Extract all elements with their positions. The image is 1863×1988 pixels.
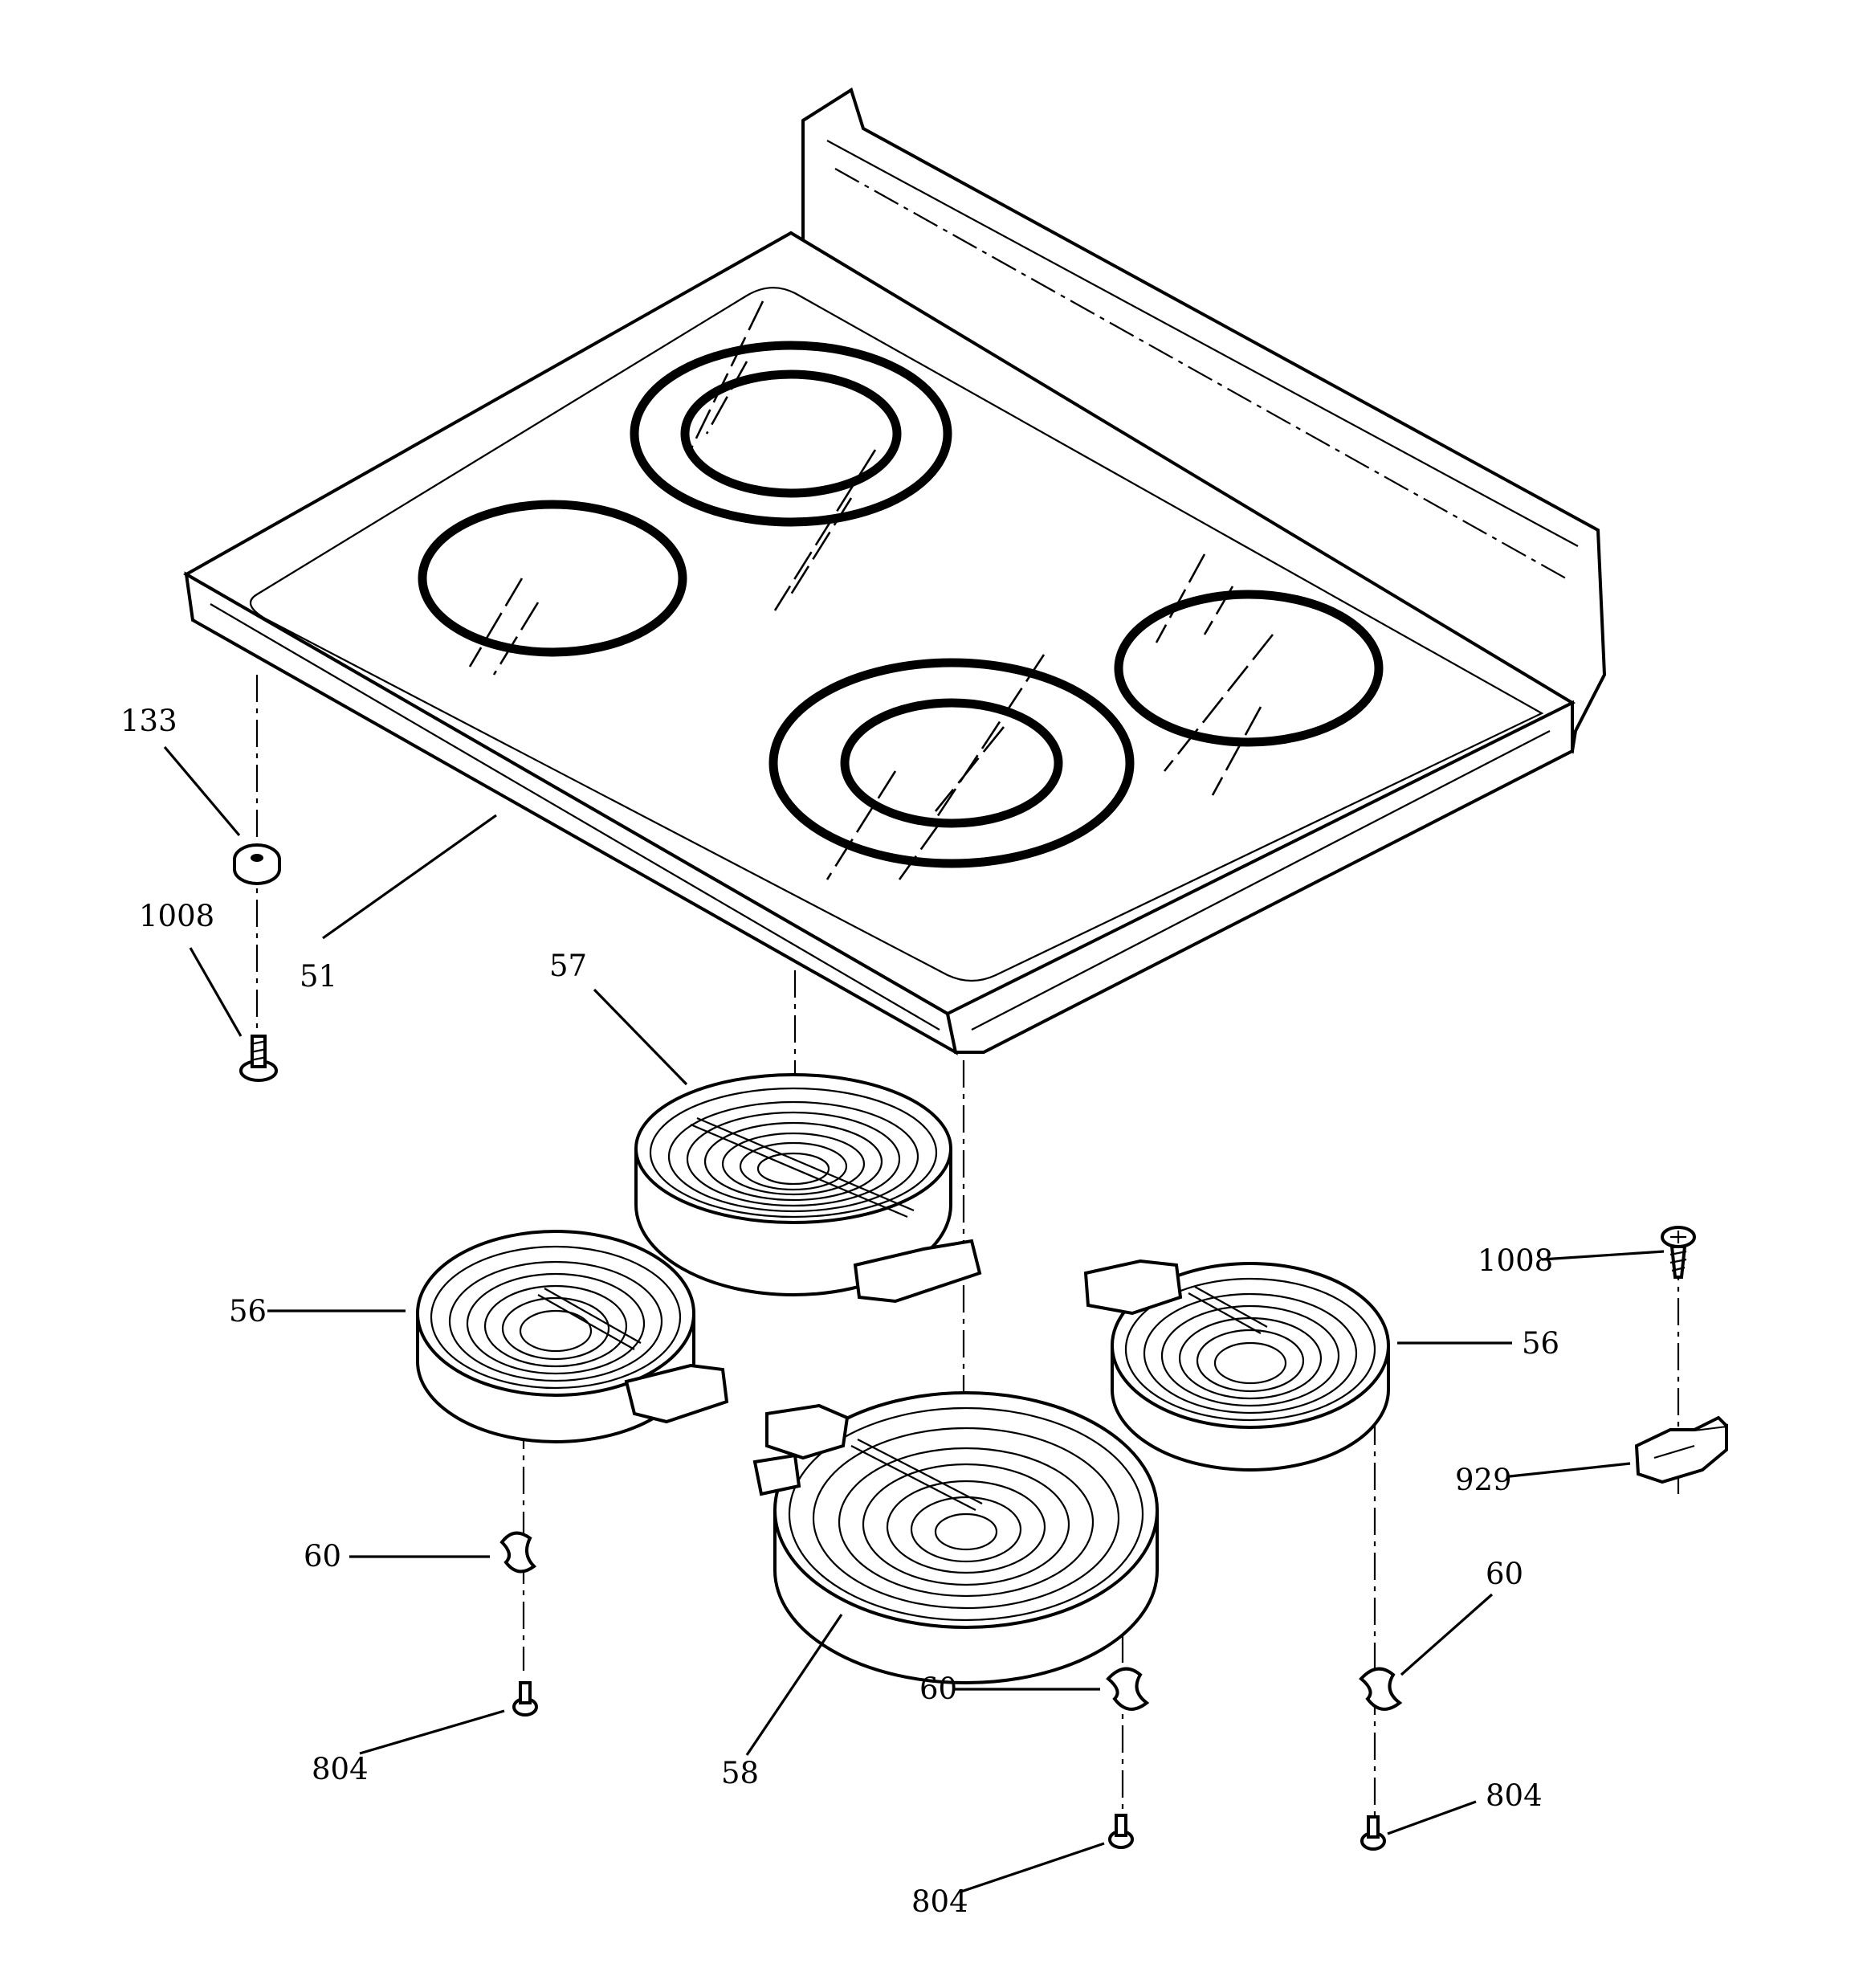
callout-56-right: 56	[1522, 1326, 1559, 1361]
screw-804-left	[512, 1681, 538, 1717]
burner-rings	[418, 341, 1384, 868]
callout-929: 929	[1455, 1463, 1512, 1497]
radiant-element-56-left	[416, 1230, 729, 1443]
callout-60-center: 60	[919, 1672, 957, 1706]
glare-streaks	[468, 300, 1274, 880]
grommet-133	[233, 843, 281, 885]
leader-lines	[163, 745, 1665, 1893]
screw-804-right	[1360, 1815, 1386, 1851]
clip-60-left	[499, 1531, 537, 1574]
callout-60-right: 60	[1486, 1557, 1523, 1591]
clip-60-right	[1359, 1667, 1403, 1711]
callout-804-right: 804	[1486, 1778, 1543, 1813]
screw-1008-right	[1661, 1226, 1696, 1279]
callout-60-left: 60	[304, 1539, 341, 1574]
callout-51: 51	[300, 959, 337, 994]
callout-804-left: 804	[312, 1752, 369, 1786]
callout-804-center: 804	[911, 1884, 968, 1919]
callout-1008-right: 1008	[1478, 1243, 1553, 1278]
bracket-929	[1634, 1415, 1728, 1484]
callout-133: 133	[120, 704, 177, 738]
cooktop-glass	[182, 87, 1607, 1055]
clip-60-center	[1106, 1667, 1150, 1711]
screw-1008-left	[239, 1035, 278, 1082]
callout-labels: 133 1008 51 57 56 60 804 58 60 804 1008 …	[120, 704, 1559, 1919]
radiant-element-56-right	[1083, 1259, 1390, 1472]
callout-57: 57	[549, 949, 587, 983]
callout-56-left: 56	[229, 1294, 267, 1329]
callout-58: 58	[721, 1756, 759, 1790]
callout-1008-left: 1008	[139, 899, 214, 933]
screw-804-center	[1108, 1814, 1134, 1849]
radiant-element-57	[634, 1073, 982, 1304]
radiant-element-58	[752, 1391, 1159, 1684]
